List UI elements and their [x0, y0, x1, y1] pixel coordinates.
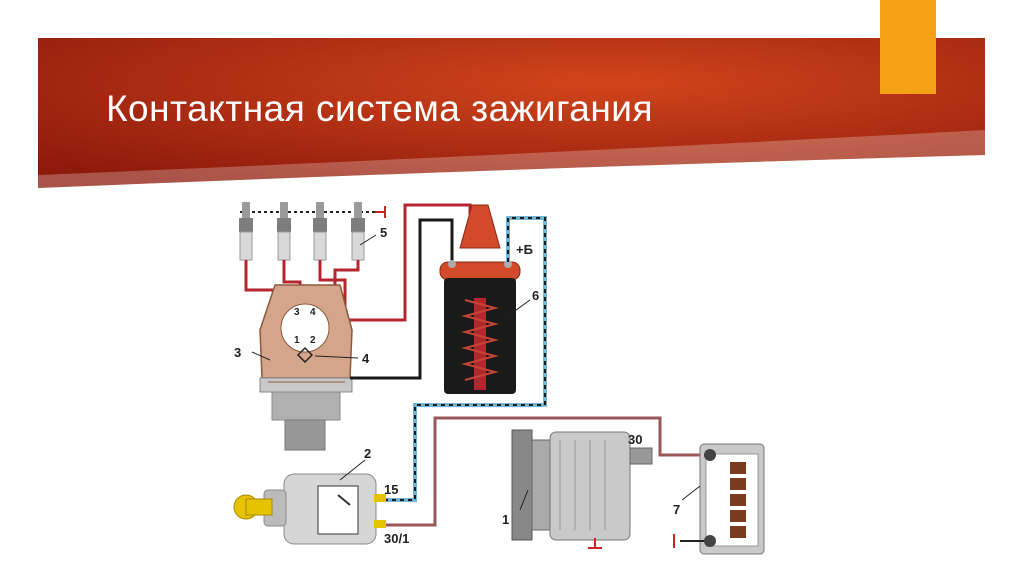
label-ignition-switch: 2: [364, 446, 371, 461]
label-alternator: 1: [502, 512, 509, 527]
distributor: [259, 284, 353, 451]
ignition-coil: [439, 204, 521, 394]
label-distributor: 3: [234, 345, 241, 360]
cap-number-2: 2: [310, 335, 316, 346]
label-ignition-coil: 6: [532, 288, 539, 303]
spark-plug-2: [277, 202, 291, 261]
spark-plug-1: [239, 202, 253, 261]
plug-ground-line: [240, 206, 386, 218]
lv-wire: [350, 218, 454, 380]
battery-wire: [378, 416, 710, 527]
label-terminal-15: 15: [384, 482, 398, 497]
label-terminal-30: 30: [628, 432, 642, 447]
spark-plug-3: [313, 202, 327, 261]
label-coil-plus: +Б: [516, 242, 533, 257]
label-spark-plugs: 5: [380, 225, 387, 240]
label-breaker: 4: [362, 351, 370, 366]
label-battery: 7: [673, 502, 680, 517]
slide-title: Контактная система зажигания: [106, 88, 653, 129]
cap-number-4: 4: [310, 307, 316, 318]
alternator: [511, 429, 653, 549]
feed-wire-dashes: [378, 217, 546, 501]
spark-plugs: [239, 202, 365, 261]
label-terminal-30-1: 30/1: [384, 531, 409, 546]
leader-lines: [251, 234, 701, 511]
accent-tab: [880, 0, 936, 94]
cap-number-3: 3: [294, 307, 300, 318]
ignition-switch: [233, 473, 386, 545]
title-banner: [38, 38, 985, 188]
battery: [673, 443, 765, 555]
cap-number-1: 1: [294, 335, 300, 346]
spark-plug-4: [351, 202, 365, 261]
